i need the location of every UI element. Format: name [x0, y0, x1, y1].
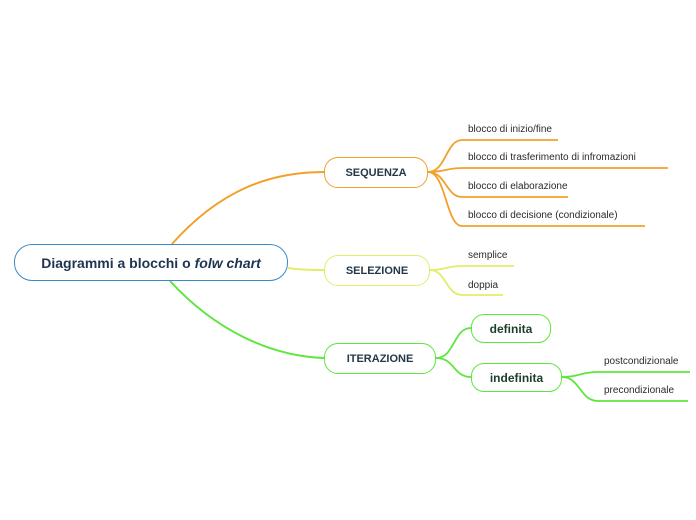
sequenza-links — [427, 139, 668, 227]
branch-node-selezione[interactable]: SELEZIONE — [324, 255, 430, 286]
leaf-postcondizionale[interactable]: postcondizionale — [604, 356, 679, 367]
root-label: Diagrammi a blocchi o — [41, 254, 191, 271]
branch-label: SEQUENZA — [345, 166, 407, 179]
sub-node-definita[interactable]: definita — [471, 314, 551, 343]
selezione-links — [429, 265, 514, 296]
leaf-blocco-elaborazione[interactable]: blocco di elaborazione — [468, 181, 568, 192]
branch-node-iterazione[interactable]: ITERAZIONE — [324, 343, 436, 374]
leaf-blocco-decisione[interactable]: blocco di decisione (condizionale) — [468, 210, 618, 221]
sub-node-indefinita[interactable]: indefinita — [471, 363, 562, 392]
branch-label: ITERAZIONE — [346, 352, 414, 365]
leaf-doppia[interactable]: doppia — [468, 280, 499, 291]
link-root-selezione — [287, 267, 325, 271]
leaf-blocco-inizio-fine[interactable]: blocco di inizio/fine — [468, 124, 552, 135]
root-label-italic: folw chart — [194, 254, 261, 271]
leaf-blocco-trasferimento[interactable]: blocco di trasferimento di infromazioni — [468, 152, 636, 163]
branch-node-sequenza[interactable]: SEQUENZA — [324, 157, 428, 188]
sub-node-label: definita — [489, 321, 533, 336]
branch-label: SELEZIONE — [345, 264, 409, 277]
leaf-semplice[interactable]: semplice — [468, 250, 508, 261]
link-root-sequenza — [171, 171, 325, 245]
leaf-precondizionale[interactable]: precondizionale — [604, 385, 675, 396]
sub-node-label: indefinita — [489, 370, 544, 385]
root-node[interactable]: Diagrammi a blocchi o folw chart — [14, 244, 288, 281]
link-root-iterazione — [169, 280, 325, 359]
iterazione-links — [435, 327, 690, 402]
